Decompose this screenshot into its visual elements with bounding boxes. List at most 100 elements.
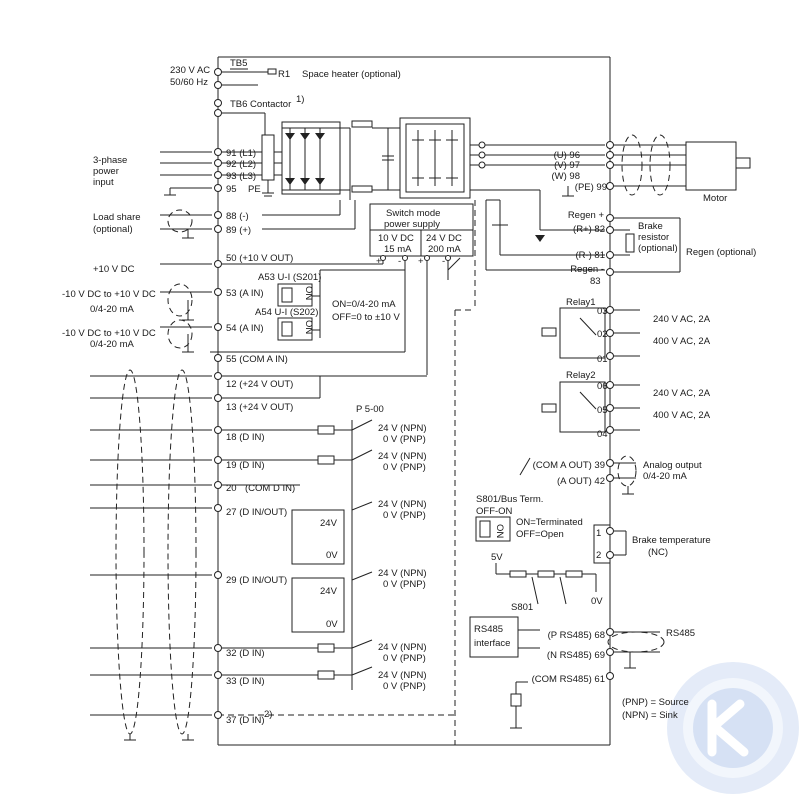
terminal-81[interactable] <box>606 251 614 259</box>
terminal-29[interactable] <box>214 571 222 579</box>
relay1-01[interactable] <box>606 352 614 360</box>
terminal-91[interactable] <box>214 148 222 156</box>
terminal-97[interactable] <box>606 151 614 159</box>
terminal-53-label: 53 (A IN) <box>226 288 264 299</box>
v97-label: (V) 97 <box>554 160 580 171</box>
tb5-terminal-2[interactable] <box>214 81 222 89</box>
t27-0v-label: 0V <box>326 550 338 561</box>
ain1-ma-label: 0/4-20 mA <box>90 304 134 315</box>
relay2-05-label: 05 <box>597 405 608 416</box>
terminal-27-label: 27 (D IN/OUT) <box>226 507 287 518</box>
terminal-99[interactable] <box>606 182 614 190</box>
terminal-37-label: 37 (D IN) <box>226 715 265 726</box>
analog-inputs: +10 V DC 50 (+10 V OUT) -10 V DC to +10 … <box>62 253 405 365</box>
w98-label: (W) 98 <box>552 171 581 182</box>
terminal-32[interactable] <box>214 644 222 652</box>
u96-label: (U) 96 <box>554 150 580 161</box>
rs485-interface-label-1: RS485 <box>474 624 503 635</box>
relay1-02-label: 02 <box>597 329 608 340</box>
terminal-68[interactable] <box>606 628 614 636</box>
load-share: Load share (optional) 88 (-) 89 (+) <box>93 200 356 239</box>
terminal-92[interactable] <box>214 159 222 167</box>
relay2-06-label: 06 <box>597 381 608 392</box>
tb5-terminal[interactable] <box>214 68 222 76</box>
terminal-69[interactable] <box>606 648 614 656</box>
terminal-93[interactable] <box>214 171 222 179</box>
terminal-95-label: 95 <box>226 184 237 195</box>
off-open-label: OFF=Open <box>516 529 564 540</box>
terminal-42[interactable] <box>606 474 614 482</box>
relay1-400v-label: 400 V AC, 2A <box>653 336 711 347</box>
relay2-240v-label: 240 V AC, 2A <box>653 388 711 399</box>
psu-c1-voltage: 10 V DC <box>378 233 414 244</box>
terminal-19-label: 19 (D IN) <box>226 460 265 471</box>
brake-resistor-label-1: Brake <box>638 221 663 232</box>
relay2-05[interactable] <box>606 404 614 412</box>
relay1-03[interactable] <box>606 306 614 314</box>
p500-label: P 5-00 <box>356 404 384 415</box>
terminal-93-label: 93 (L3) <box>226 171 256 182</box>
terminal-88[interactable] <box>214 211 222 219</box>
load-share-label-1: Load share <box>93 212 141 223</box>
relay1-02[interactable] <box>606 329 614 337</box>
ain2-range-label: -10 V DC to +10 V DC <box>62 328 156 339</box>
terminal-39[interactable] <box>606 459 614 467</box>
terminal-54[interactable] <box>214 323 222 331</box>
terminal-12[interactable] <box>214 372 222 380</box>
terminal-20[interactable] <box>214 481 222 489</box>
terminal-89[interactable] <box>214 225 222 233</box>
t33-pnp-label: 0 V (PNP) <box>383 681 426 692</box>
tb5-label: TB5 <box>230 58 247 69</box>
terminal-27[interactable] <box>214 504 222 512</box>
regen-plus-label: Regen + <box>568 210 605 221</box>
terminal-33-label: 33 (D IN) <box>226 676 265 687</box>
terminal-37-footnote: 2) <box>264 709 272 720</box>
terminal-18[interactable] <box>214 426 222 434</box>
ain1-range-label: -10 V DC to +10 V DC <box>62 289 156 300</box>
t29-24v-label: 24V <box>320 586 338 597</box>
terminal-regen-plus[interactable] <box>606 214 614 222</box>
t27-24v-label: 24V <box>320 518 338 529</box>
terminal-bt2[interactable] <box>606 551 614 559</box>
terminal-98[interactable] <box>606 161 614 169</box>
terminal-18-label: 18 (D IN) <box>226 432 265 443</box>
off-equals-label: OFF=0 to ±10 V <box>332 312 400 323</box>
terminal-95[interactable] <box>214 184 222 192</box>
terminal-88-label: 88 (-) <box>226 211 249 222</box>
a-out-label: (A OUT) 42 <box>557 476 605 487</box>
relay2-04[interactable] <box>606 426 614 434</box>
watermark-logo <box>667 662 799 794</box>
on-equals-label: ON=0/4-20 mA <box>332 299 396 310</box>
terminal-37[interactable] <box>214 711 222 719</box>
terminal-19[interactable] <box>214 456 222 464</box>
terminal-53[interactable] <box>214 288 222 296</box>
relay2-06[interactable] <box>606 381 614 389</box>
terminal-33[interactable] <box>214 671 222 679</box>
three-phase-label-2: power <box>93 166 119 177</box>
a54-label: A54 U-I (S202) <box>255 307 318 318</box>
brake-temp-label-1: Brake temperature <box>632 535 711 546</box>
terminal-29-label: 29 (D IN/OUT) <box>226 575 287 586</box>
tb6-terminal-2[interactable] <box>214 109 222 117</box>
terminal-83[interactable] <box>606 268 614 276</box>
relay1-03-label: 03 <box>597 306 608 317</box>
terminal-13[interactable] <box>214 394 222 402</box>
terminal-96[interactable] <box>606 141 614 149</box>
off-on-label: OFF-ON <box>476 506 513 517</box>
frequency-label: 50/60 Hz <box>170 77 208 88</box>
terminal-55[interactable] <box>214 354 222 362</box>
brake-resistor-label-2: resistor <box>638 232 669 243</box>
5v-label: 5V <box>491 552 503 563</box>
terminal-50[interactable] <box>214 260 222 268</box>
relay2-400v-label: 400 V AC, 2A <box>653 410 711 421</box>
relay1-240v-label: 240 V AC, 2A <box>653 314 711 325</box>
tb5-block: TB5 230 V AC 50/60 Hz R1 Space heater (o… <box>170 58 401 135</box>
terminal-61[interactable] <box>606 672 614 680</box>
terminal-82[interactable] <box>606 226 614 234</box>
npn-legend: (NPN) = Sink <box>622 710 678 721</box>
t27-npn-label: 24 V (NPN) <box>378 499 427 510</box>
terminal-bt1[interactable] <box>606 527 614 535</box>
terminal-89-label: 89 (+) <box>226 225 251 236</box>
tb6-terminal[interactable] <box>214 99 222 107</box>
com-rs485-label: (COM RS485) 61 <box>532 674 605 685</box>
